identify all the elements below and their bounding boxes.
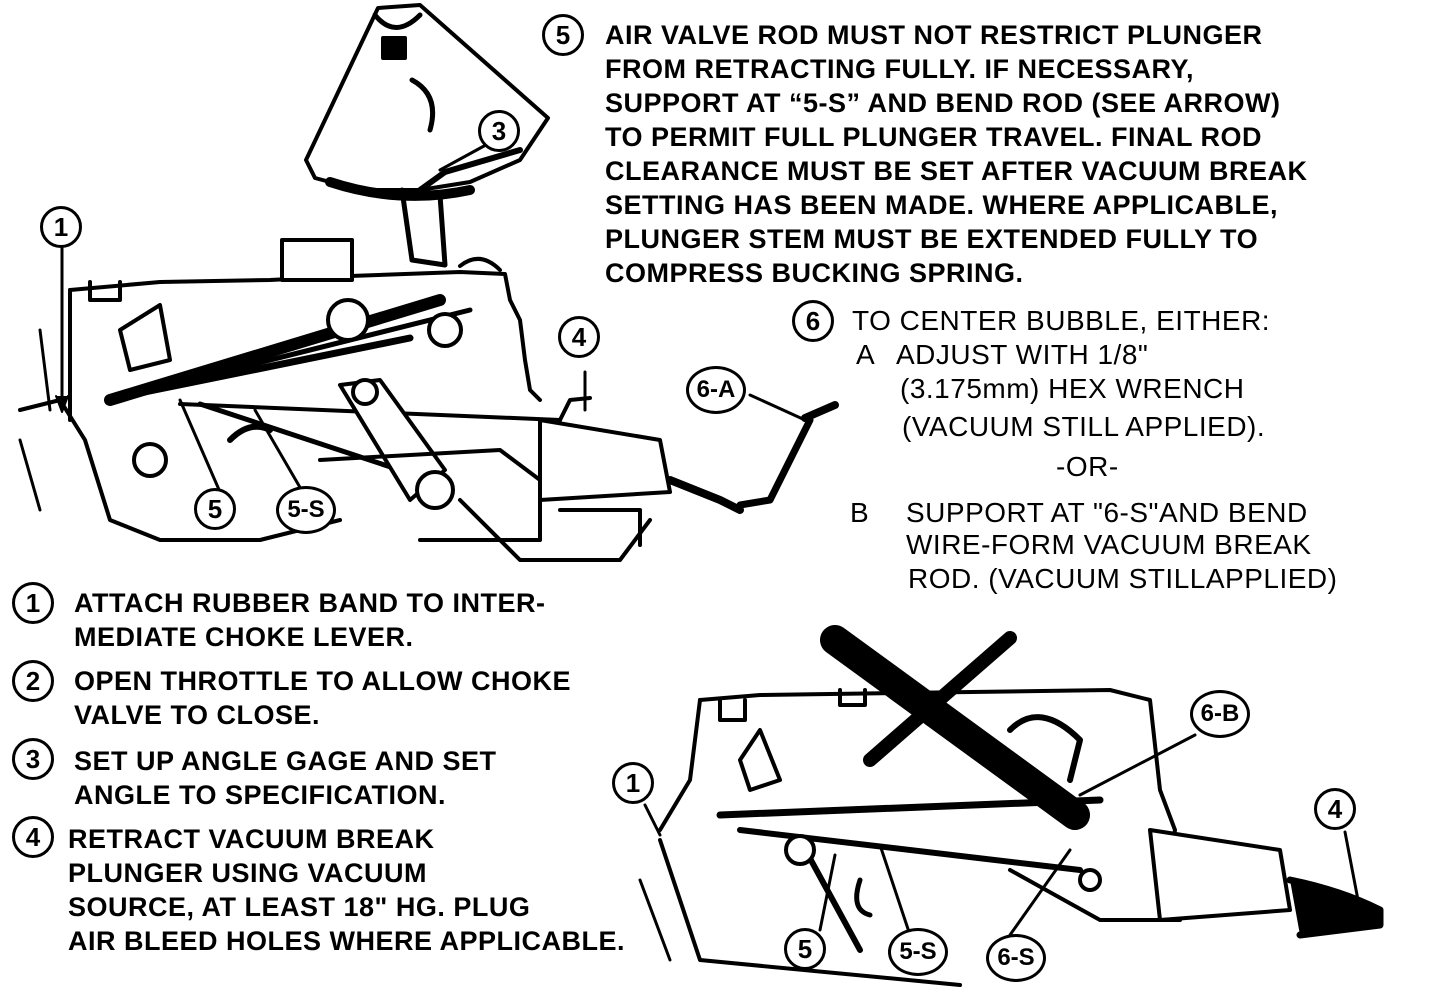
step-5-line: CLEARANCE MUST BE SET AFTER VACUUM BREAK (605, 156, 1308, 186)
step-4-text: RETRACT VACUUM BREAK PLUNGER USING VACUU… (68, 822, 625, 958)
step-1-number: 1 (12, 582, 54, 624)
step-5-line: COMPRESS BUCKING SPRING. (605, 258, 1024, 288)
bottom-callout-5s: 5-S (888, 928, 948, 976)
step-6-b-line: WIRE-FORM VACUUM BREAK (906, 529, 1312, 560)
step-6-heading: TO CENTER BUBBLE, EITHER: (852, 305, 1271, 336)
step-6-or: -OR- (1056, 451, 1119, 482)
top-callout-6a: 6-A (686, 366, 746, 414)
step-1-line: ATTACH RUBBER BAND TO INTER- (74, 588, 546, 618)
step-3-number: 3 (12, 738, 54, 780)
step-5-line: SUPPORT AT “5-S” AND BEND ROD (SEE ARROW… (605, 88, 1281, 118)
bottom-callout-5: 5 (784, 928, 826, 970)
top-callout-4: 4 (558, 316, 600, 358)
step-2-text: OPEN THROTTLE TO ALLOW CHOKE VALVE TO CL… (74, 664, 571, 732)
step-2-number: 2 (12, 660, 54, 702)
hex-wrench (820, 625, 1090, 830)
bottom-callout-6s: 6-S (986, 934, 1046, 982)
step-6-b-letter: B (850, 497, 870, 528)
step-4-line: SOURCE, AT LEAST 18" HG. PLUG (68, 892, 531, 922)
step-4-line: AIR BLEED HOLES WHERE APPLICABLE. (68, 926, 626, 956)
bottom-callout-6b: 6-B (1190, 690, 1250, 738)
step-6-a-line: (3.175mm) HEX WRENCH (900, 373, 1245, 404)
step-6-number: 6 (792, 300, 834, 342)
step-6-a-letter: A (856, 339, 876, 370)
step-5-number: 5 (542, 14, 584, 56)
step-3-line: ANGLE TO SPECIFICATION. (74, 780, 447, 810)
top-callout-5s: 5-S (276, 486, 336, 534)
step-1-line: MEDIATE CHOKE LEVER. (74, 622, 414, 652)
vacuum-break-unit (538, 418, 672, 502)
step-3-text: SET UP ANGLE GAGE AND SET ANGLE TO SPECI… (74, 744, 497, 812)
step-5-line: FROM RETRACTING FULLY. IF NECESSARY, (605, 54, 1195, 84)
top-callout-1: 1 (40, 206, 82, 248)
step-4-number: 4 (12, 816, 54, 858)
bottom-callout-4: 4 (1314, 788, 1356, 830)
bottom-carburetor-drawing (638, 625, 1384, 987)
step-5-line: SETTING HAS BEEN MADE. WHERE APPLICABLE, (605, 190, 1279, 220)
step-6-a-line: (VACUUM STILL APPLIED). (902, 411, 1266, 442)
step-4-line: RETRACT VACUUM BREAK (68, 824, 435, 854)
step-5-line: AIR VALVE ROD MUST NOT RESTRICT PLUNGER (605, 20, 1263, 50)
bottom-callout-1: 1 (612, 762, 654, 804)
step-1-text: ATTACH RUBBER BAND TO INTER- MEDIATE CHO… (74, 586, 545, 654)
top-callout-5: 5 (194, 488, 236, 530)
step-5-line: PLUNGER STEM MUST BE EXTENDED FULLY TO (605, 224, 1259, 254)
step-5-text: AIR VALVE ROD MUST NOT RESTRICT PLUNGER … (605, 18, 1308, 290)
step-6-b-line: SUPPORT AT "6-S"AND BEND (906, 497, 1308, 528)
top-callout-3: 3 (478, 110, 520, 152)
step-2-line: VALVE TO CLOSE. (74, 700, 321, 730)
step-3-line: SET UP ANGLE GAGE AND SET (74, 746, 497, 776)
step-6-a-line: ADJUST WITH 1/8" (896, 339, 1149, 370)
step-6-b-line: ROD. (VACUUM STILLAPPLIED) (908, 563, 1338, 594)
step-5-line: TO PERMIT FULL PLUNGER TRAVEL. FINAL ROD (605, 122, 1263, 152)
step-2-line: OPEN THROTTLE TO ALLOW CHOKE (74, 666, 571, 696)
step-4-line: PLUNGER USING VACUUM (68, 858, 428, 888)
